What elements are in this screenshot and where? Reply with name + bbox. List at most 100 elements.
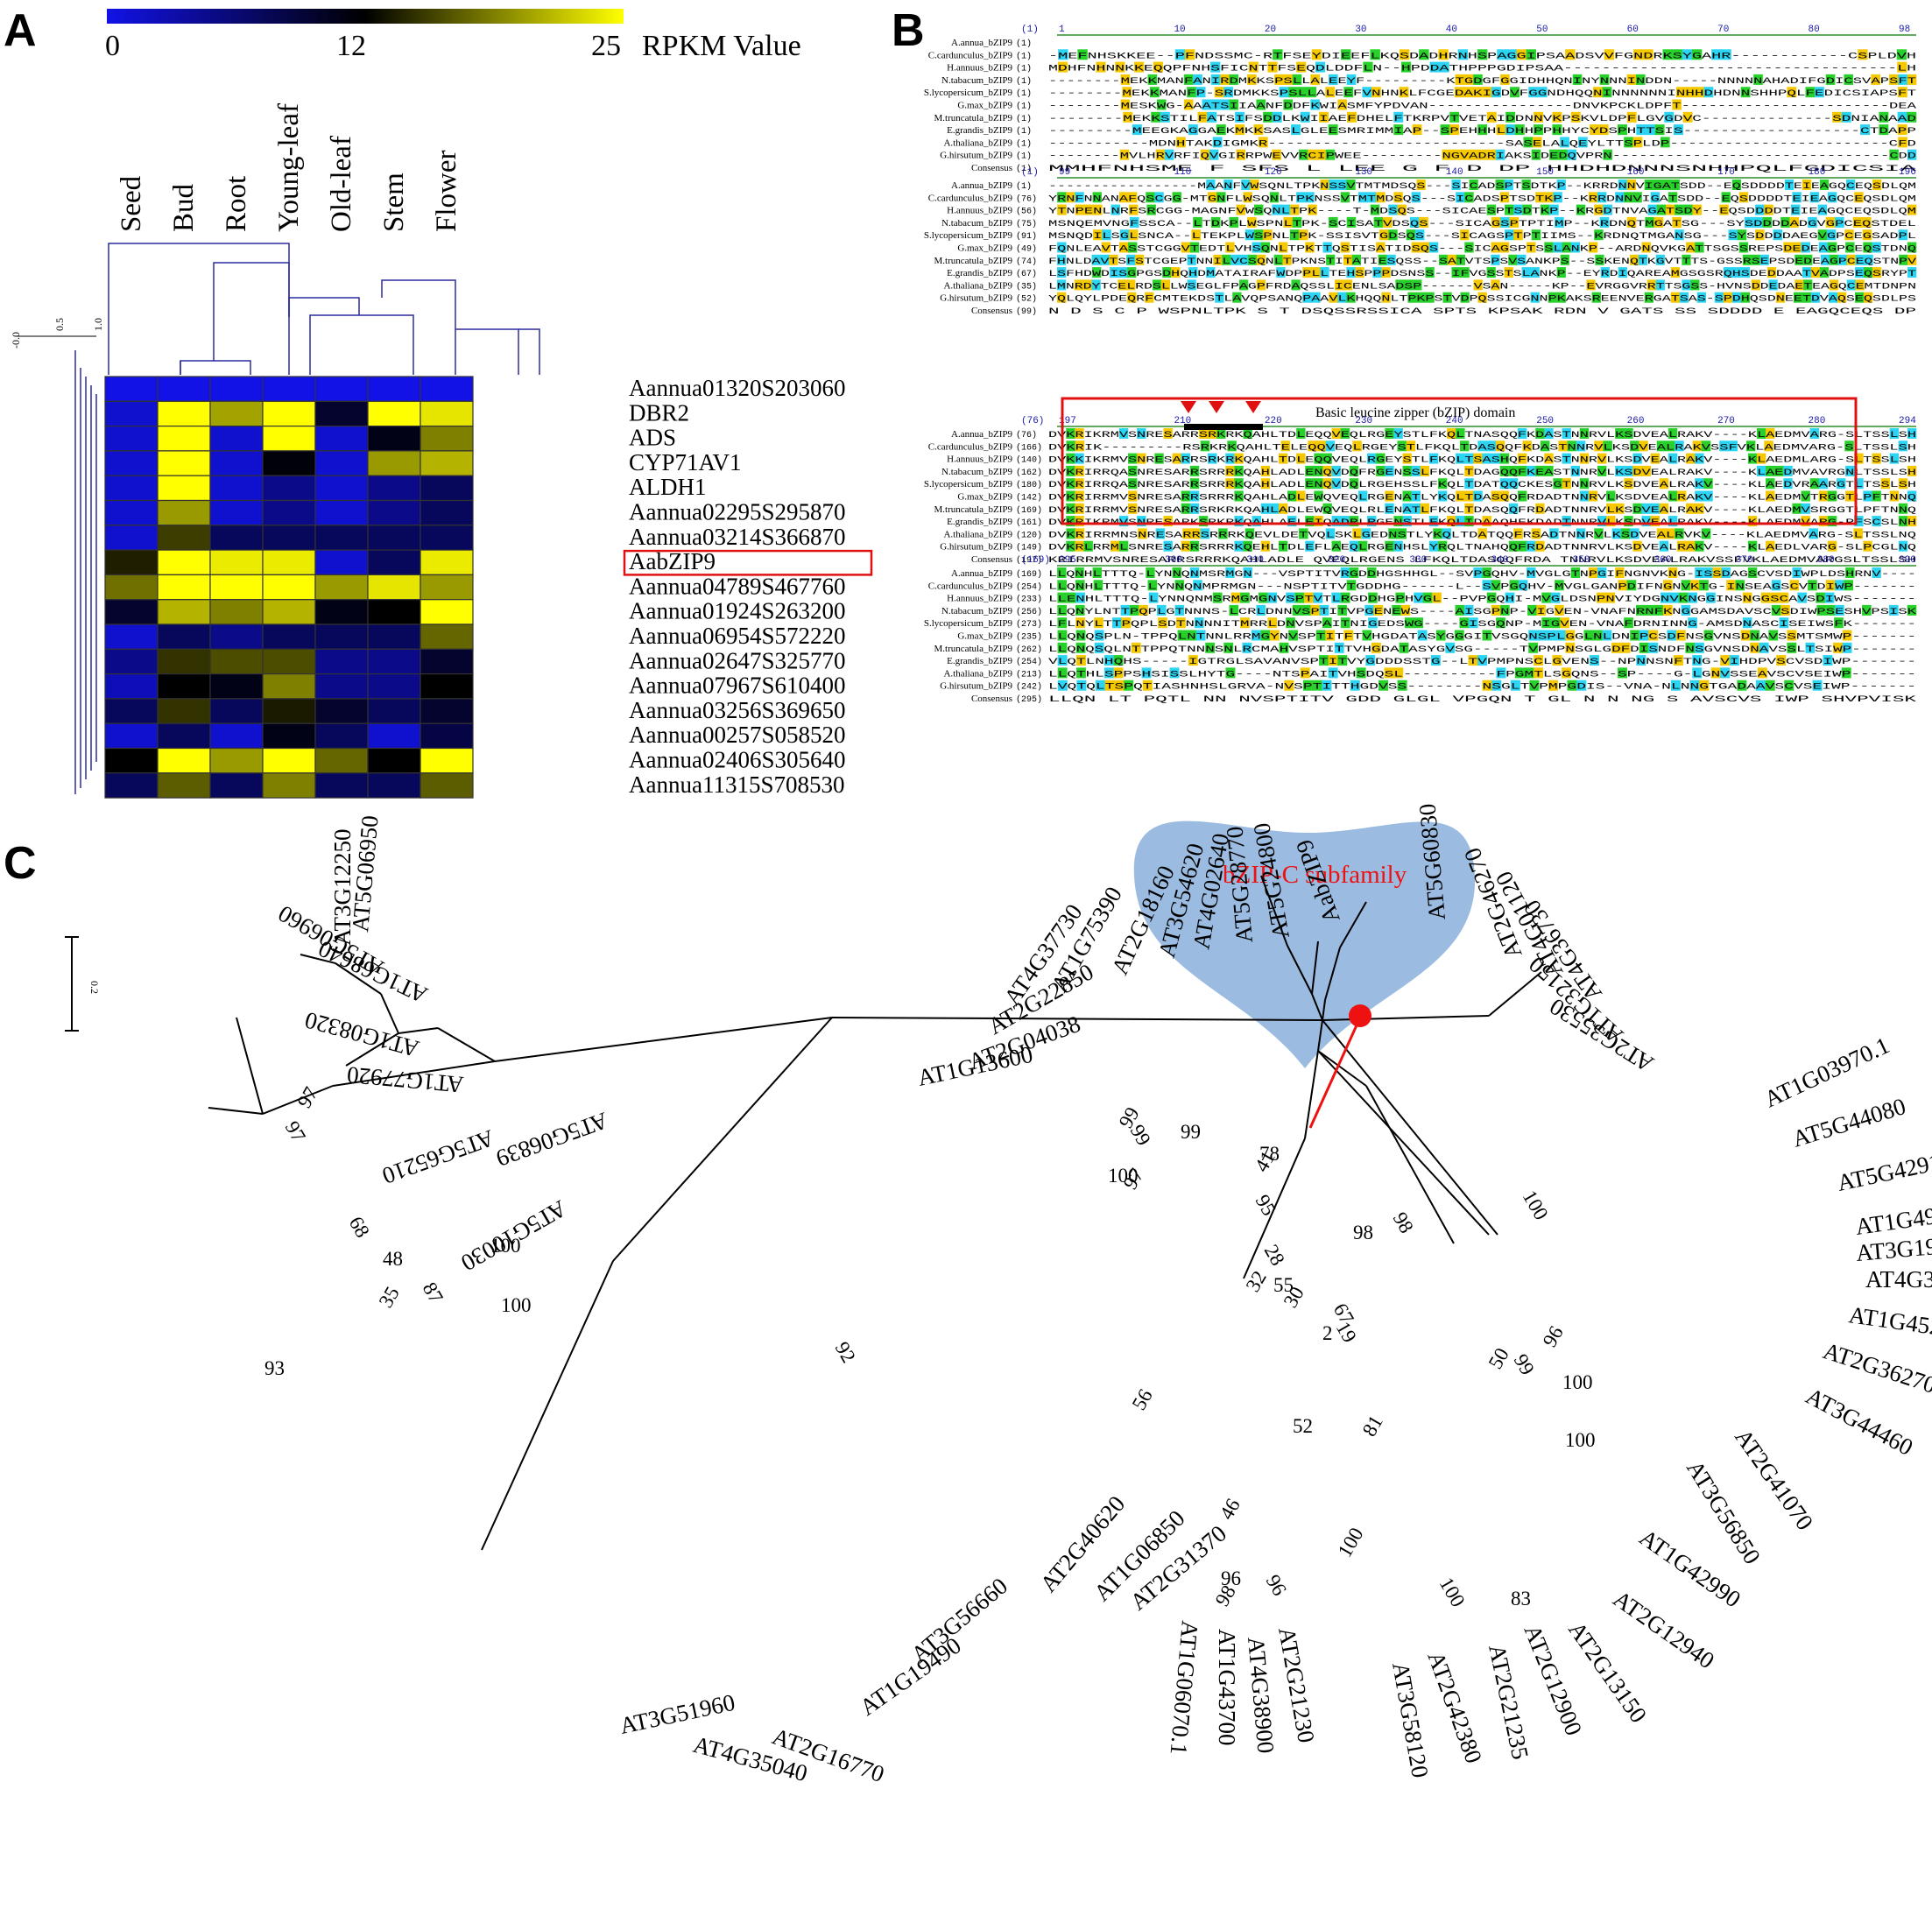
residue-highlight — [1340, 567, 1350, 578]
residue-highlight — [1719, 204, 1729, 215]
residue-highlight — [1668, 567, 1678, 578]
residue-highlight — [1287, 490, 1297, 502]
residue-highlight — [1057, 61, 1068, 73]
residue-highlight — [1495, 149, 1505, 160]
residue-highlight — [1482, 453, 1491, 464]
species-label: A.annua_bZIP9 — [951, 568, 1012, 579]
heatmap-cell — [209, 772, 264, 799]
residue-highlight — [1247, 74, 1257, 85]
residue-highlight — [1630, 440, 1639, 452]
residue-highlight — [1450, 149, 1461, 160]
residue-highlight — [1755, 680, 1766, 691]
start-index: (74) — [1016, 257, 1037, 267]
residue-highlight — [1556, 267, 1566, 278]
residue-highlight — [1842, 642, 1852, 653]
tree-branch — [335, 962, 382, 995]
species-label: Consensus — [971, 694, 1012, 704]
residue-highlight — [1738, 242, 1749, 253]
residue-highlight — [1544, 453, 1554, 464]
dendro-scale-1: 0.5 — [53, 318, 66, 331]
ruler-label: 330 — [1409, 555, 1427, 566]
residue-highlight — [1222, 254, 1231, 265]
start-index: (169) — [1016, 569, 1042, 580]
dendro-scale-0: -0.0 — [10, 332, 22, 349]
residue-highlight — [1091, 279, 1101, 291]
residue-highlight — [1473, 74, 1483, 85]
residue-highlight — [1273, 254, 1283, 265]
ruler-label: 280 — [1809, 416, 1826, 426]
ruler-label: 294 — [1899, 416, 1916, 426]
residue-highlight — [1737, 680, 1747, 691]
residue-highlight — [1155, 528, 1166, 539]
residue-highlight — [1376, 465, 1386, 476]
residue-highlight — [1301, 604, 1311, 616]
residue-highlight — [1825, 580, 1836, 591]
residue-highlight — [1319, 655, 1329, 666]
residue-highlight — [1120, 99, 1131, 110]
residue-highlight — [1509, 216, 1520, 228]
residue-highlight — [1853, 528, 1864, 539]
sequence-row: LLQNHLTTTQ-LYNNQNMPRMGN---NSPTITVTGDDHG-… — [1048, 581, 1916, 592]
residue-highlight — [1844, 74, 1854, 85]
residue-highlight — [1760, 592, 1771, 603]
tree-branch — [1339, 901, 1367, 948]
residue-highlight — [1801, 490, 1810, 502]
tree-branch — [300, 954, 336, 964]
gene-label: Aannua01924S263200 — [629, 598, 845, 624]
residue-highlight — [1223, 87, 1234, 98]
sequence-row: DVKRIK---------RSRKRKQAHLTELEQQVEQLRGEYS… — [1048, 442, 1916, 453]
sequence-row: LLQTHLSPPSHSISSLHYTG----NTSPAITVHSDQSL--… — [1048, 669, 1916, 680]
heatmap-cell — [420, 499, 474, 526]
residue-highlight — [1299, 149, 1308, 160]
residue-highlight — [1322, 453, 1332, 464]
tree-leaf-label: AT4G34000 — [1865, 1266, 1932, 1293]
residue-highlight — [1517, 465, 1527, 476]
residue-highlight — [1253, 204, 1264, 215]
residue-highlight — [1656, 440, 1667, 452]
sequence-row: YTNPENLNRFSRCGG-MAGNFVWSQNLTPK----T-MDSQ… — [1048, 207, 1916, 217]
residue-highlight — [1385, 503, 1394, 514]
residue-highlight — [1210, 74, 1221, 85]
residue-highlight — [1313, 592, 1323, 603]
residue-highlight — [1314, 490, 1323, 502]
start-index: (235) — [1016, 632, 1042, 643]
sequence-row: DVKRIRRMNSNRESARRSRRRKQEVLDETVQLSKLGEDNS… — [1048, 530, 1916, 540]
residue-highlight — [1245, 229, 1255, 241]
heatmap-cell — [157, 722, 211, 750]
residue-highlight — [1540, 440, 1550, 452]
residue-highlight — [1335, 279, 1344, 291]
residue-highlight — [1606, 516, 1616, 527]
residue-highlight — [1147, 74, 1158, 85]
residue-highlight — [1346, 292, 1356, 303]
residue-highlight — [1650, 192, 1661, 203]
residue-highlight — [1469, 149, 1478, 160]
residue-highlight — [1701, 528, 1711, 539]
residue-highlight — [1499, 490, 1510, 502]
residue-highlight — [1728, 229, 1738, 241]
residue-highlight — [1591, 292, 1601, 303]
residue-highlight — [1320, 180, 1329, 190]
residue-highlight — [1234, 490, 1244, 502]
species-label: C.cardunculus_bZIP9 — [928, 50, 1013, 60]
residue-highlight — [1740, 630, 1751, 641]
residue-highlight — [1395, 592, 1406, 603]
residue-highlight — [1681, 580, 1691, 591]
residue-highlight — [1801, 242, 1810, 253]
ruler-label: 310 — [1246, 555, 1264, 566]
residue-highlight — [1340, 516, 1350, 527]
residue-highlight — [1827, 192, 1837, 203]
residue-highlight — [1057, 567, 1067, 578]
heatmap-cell — [314, 747, 369, 774]
gene-label: Aannua04789S467760 — [629, 573, 845, 599]
sequence-row: --------MEKKMANFANIRDMKKSPSLLALEEYF-----… — [1048, 76, 1916, 87]
residue-highlight — [1393, 192, 1403, 203]
residue-highlight — [1399, 87, 1409, 98]
residue-highlight — [1845, 465, 1855, 476]
species-label: A.annua_bZIP9 — [951, 180, 1012, 191]
residue-highlight — [1451, 180, 1461, 190]
residue-highlight — [1260, 478, 1271, 490]
residue-highlight — [1647, 204, 1658, 215]
tree-branch — [1317, 1050, 1367, 1087]
residue-highlight — [1206, 180, 1216, 190]
residue-highlight — [1810, 267, 1821, 278]
